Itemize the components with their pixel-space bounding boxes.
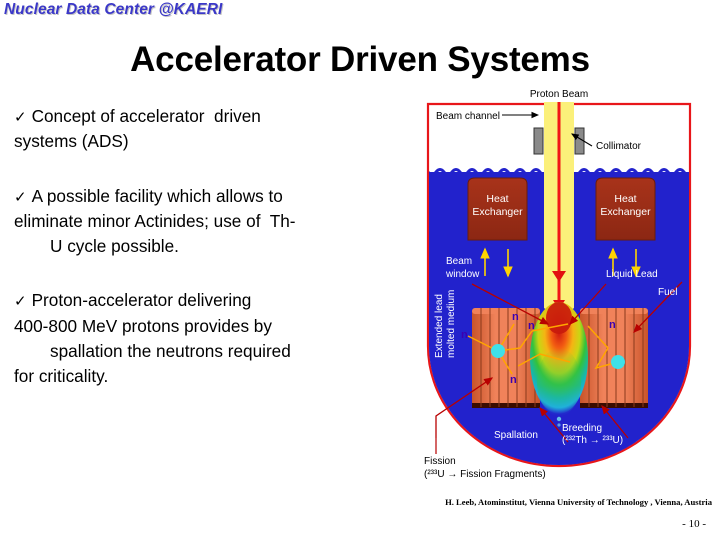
bullet-text: systems (ADS) [14, 131, 129, 152]
spallation-label: Spallation [494, 430, 538, 441]
author-credit: H. Leeb, Atominstitut, Vienna University… [445, 497, 712, 507]
beam-window-label-1: Beam [446, 256, 472, 267]
bullet-line: systems (ADS) [14, 129, 414, 154]
page-number: - 10 - [682, 518, 706, 530]
heat-exchanger-left-label-2: Exchanger [472, 206, 523, 218]
bullet-text: U cycle possible. [50, 236, 179, 257]
bullet-line: ✓Concept of accelerator driven [14, 104, 414, 129]
bullet-text: spallation the neutrons required [50, 340, 291, 361]
bullet-line: eliminate minor Actinides; use of Th- [14, 209, 414, 234]
extended-medium-label-2: molted medium [446, 290, 457, 358]
neutron-label: n [510, 374, 517, 386]
spallation-target-plume [530, 302, 588, 427]
leader-lines [502, 111, 593, 147]
slide-title-container: Accelerator Driven Systems [0, 44, 720, 84]
bullet-line: ✓A possible facility which allows to [14, 184, 414, 209]
checkmark-icon: ✓ [14, 292, 27, 311]
bullet-text: eliminate minor Actinides; use of Th- [14, 210, 296, 231]
proton-beam-label: Proton Beam [530, 89, 588, 100]
fuel-label: Fuel [658, 287, 677, 298]
page-title: Accelerator Driven Systems [130, 44, 590, 79]
proton-beam [544, 102, 574, 315]
bullet-line: for criticality. [14, 364, 414, 389]
extended-medium-label-1: Extended lead [434, 294, 445, 358]
neutron-label: n [512, 311, 519, 323]
bullet-line: ✓Proton-accelerator delivering [14, 288, 414, 313]
callout-pointers [435, 281, 683, 443]
bullet-line: spallation the neutrons required [14, 339, 414, 364]
liquid-lead-label: Liquid Lead [606, 269, 658, 280]
heat-exchanger-right-label-2: Exchanger [600, 206, 651, 218]
bullet-line: U cycle possible. [14, 234, 414, 259]
heat-exchanger-right: Heat Exchanger [595, 177, 656, 241]
bullet-text: A possible facility which allows to [31, 185, 283, 206]
neutron-label: n [461, 329, 468, 341]
beam-channel-label: Beam channel [436, 111, 500, 122]
breeding-label-2: (²³²Th → ²³³U) [562, 435, 623, 446]
bullet-text: 400-800 MeV protons provides by [14, 315, 272, 336]
neutron-label: n [609, 319, 616, 331]
ads-schematic-diagram: Heat Exchanger Heat Exchanger [420, 86, 698, 486]
fission-label-2: (²³³U → Fission Fragments) [424, 469, 546, 480]
beam-window-label-2: window [445, 269, 480, 280]
checkmark-icon: ✓ [14, 187, 27, 206]
bullet-text: for criticality. [14, 366, 109, 387]
kaeri-header-banner: Nuclear Data Center @KAERI [4, 1, 223, 18]
neutron-label: n [528, 320, 535, 332]
neutron-nuclei [491, 344, 625, 369]
bullet-text: Proton-accelerator delivering [31, 290, 252, 311]
fission-label-1: Fission [424, 456, 456, 467]
heat-exchanger-right-label-1: Heat [614, 193, 636, 205]
breeding-label-1: Breeding [562, 423, 602, 434]
bullet-text: Concept of accelerator driven [31, 106, 261, 126]
checkmark-icon: ✓ [14, 108, 27, 126]
bullet-line: 400-800 MeV protons provides by [14, 314, 414, 339]
heat-exchanger-left-label-1: Heat [486, 193, 508, 205]
heat-exchanger-left: Heat Exchanger [467, 177, 528, 241]
collimator-label: Collimator [596, 141, 642, 152]
coolant-flow-arrows [480, 247, 641, 278]
